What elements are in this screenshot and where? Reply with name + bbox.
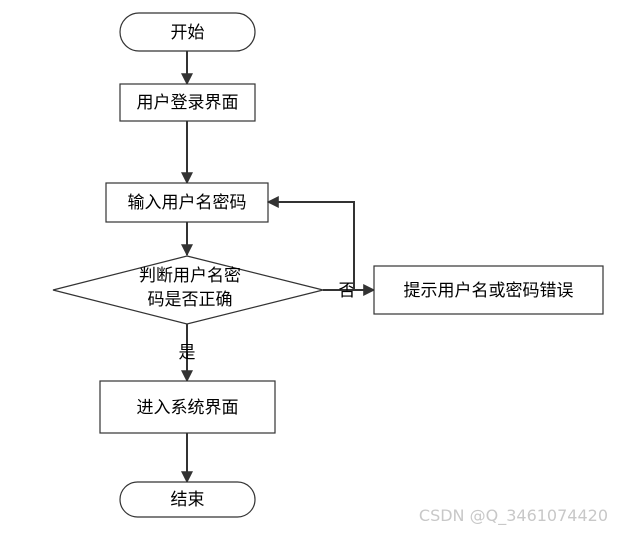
error-prompt-box	[373, 265, 604, 315]
enter-system-label: 进入系统界面	[137, 398, 239, 418]
watermark: CSDN @Q_3461074420	[419, 506, 608, 526]
decision-label-line2: 码是否正确	[148, 290, 233, 310]
yes-label: 是	[179, 343, 196, 363]
error-prompt-label: 提示用户名或密码错误	[404, 281, 574, 301]
input-credentials-label: 输入用户名密码	[128, 193, 247, 213]
start-label: 开始	[171, 23, 205, 43]
end-terminal	[119, 481, 256, 518]
no-label: 否	[339, 281, 356, 301]
login-page-label: 用户登录界面	[137, 93, 239, 113]
login-page-box	[119, 83, 256, 122]
end-label: 结束	[171, 490, 205, 510]
edge-loop-back-to-input	[266, 196, 355, 290]
decision-label-line1: 判断用户名密	[139, 266, 241, 286]
enter-system-box	[99, 380, 276, 434]
